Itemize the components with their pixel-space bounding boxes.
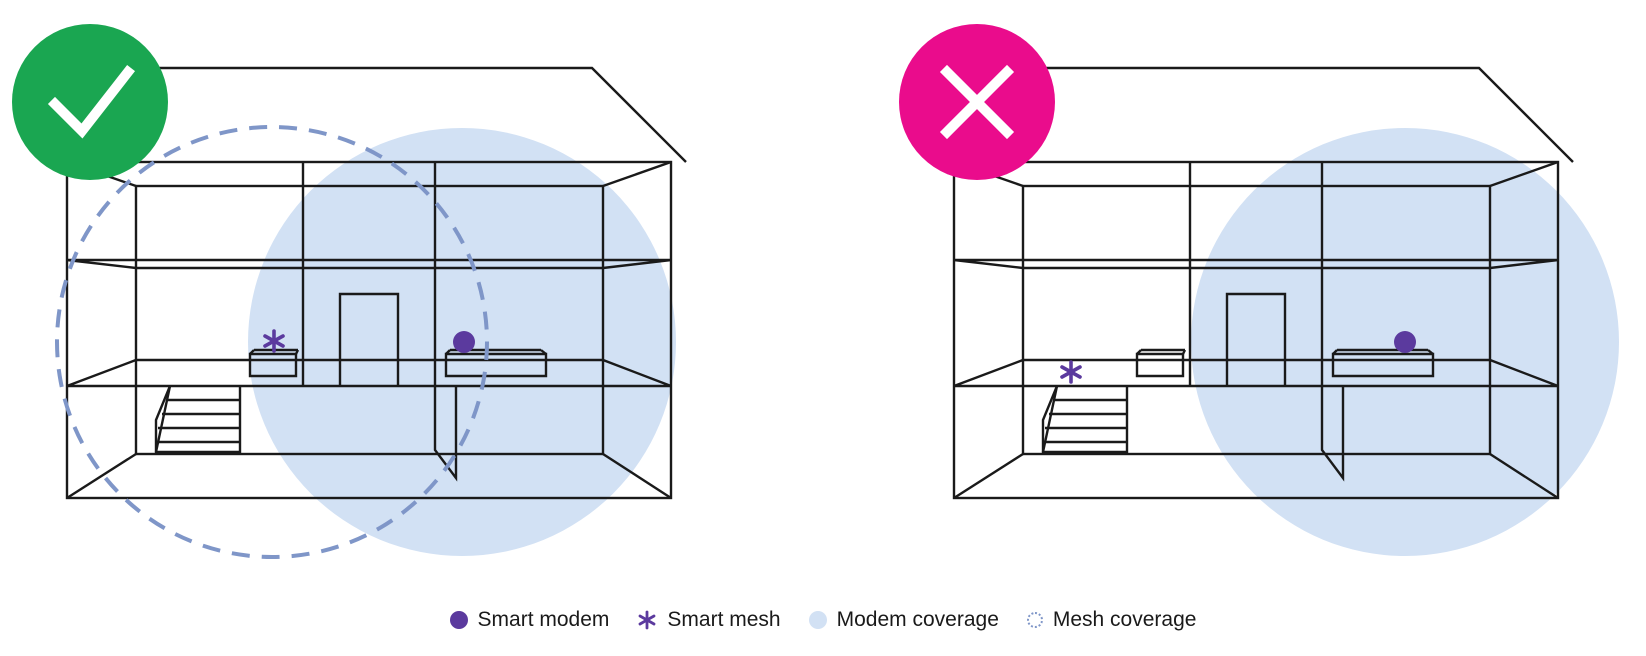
legend-label-modem-coverage: Modem coverage bbox=[836, 608, 999, 631]
bad-placement-panel bbox=[899, 24, 1619, 556]
mesh-coverage-swatch-icon bbox=[1026, 612, 1043, 628]
legend-item-smart-modem: Smart modem bbox=[449, 608, 610, 632]
legend-item-mesh-coverage: Mesh coverage bbox=[1026, 608, 1197, 632]
smart-modem-icon bbox=[453, 331, 475, 353]
legend-label-smart-mesh: Smart mesh bbox=[667, 608, 781, 631]
mesh-coverage-area bbox=[55, 125, 489, 559]
smart-mesh-icon bbox=[263, 329, 285, 353]
legend-label-mesh-coverage: Mesh coverage bbox=[1052, 608, 1197, 631]
good-placement-panel bbox=[12, 24, 687, 559]
smart-modem-dot-icon bbox=[449, 611, 468, 629]
legend-label-smart-modem: Smart modem bbox=[477, 608, 610, 631]
smart-modem-icon bbox=[1394, 331, 1416, 353]
legend-item-modem-coverage: Modem coverage bbox=[808, 608, 999, 632]
bad-badge bbox=[899, 24, 1055, 180]
check-icon bbox=[47, 64, 136, 139]
smart-mesh-asterisk-icon bbox=[639, 610, 656, 630]
modem-coverage-swatch-icon bbox=[808, 611, 827, 629]
smart-mesh-icon bbox=[1060, 360, 1082, 384]
good-badge bbox=[12, 24, 168, 180]
x-icon bbox=[939, 64, 1015, 140]
house-drawing bbox=[952, 66, 1574, 500]
legend: Smart modem Smart mesh Modem coverage Me… bbox=[0, 600, 1646, 640]
legend-item-smart-mesh: Smart mesh bbox=[637, 608, 781, 632]
